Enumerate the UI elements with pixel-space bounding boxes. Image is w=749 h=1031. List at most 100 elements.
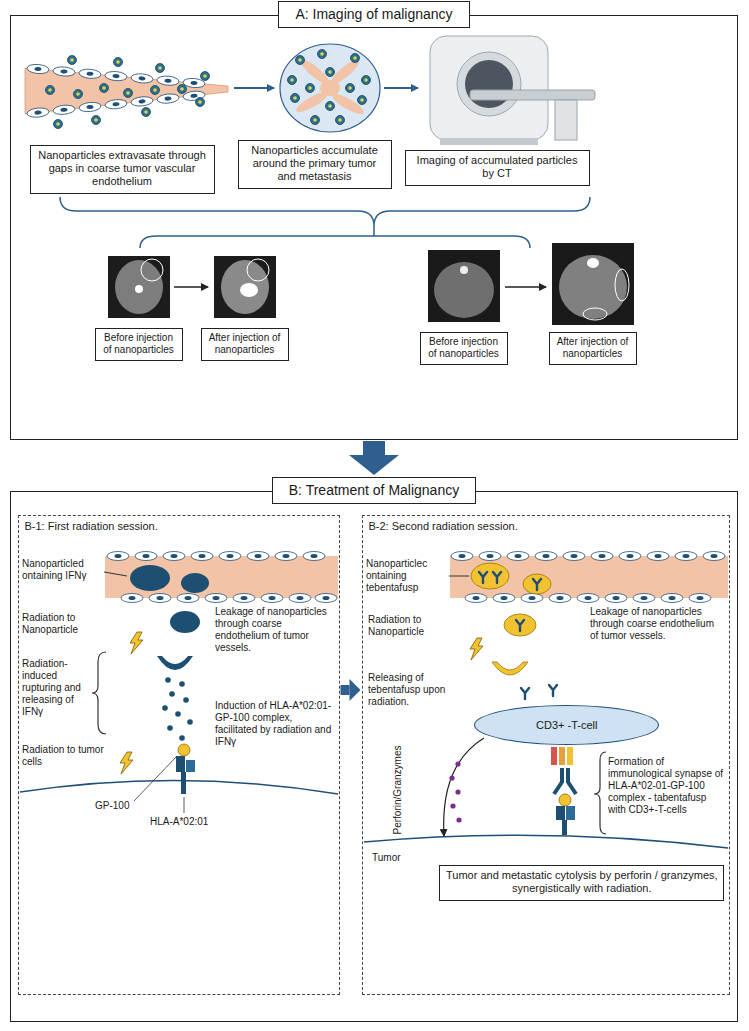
tebentafusp-nanoparticle xyxy=(449,563,557,699)
ct-image xyxy=(552,243,634,325)
tumor-vessel xyxy=(261,594,283,603)
brace xyxy=(92,652,106,734)
tumor-vessel xyxy=(315,594,337,603)
ct-image xyxy=(141,259,163,281)
tumor-vessel xyxy=(74,90,83,99)
tebentafusp-nanoparticle xyxy=(549,685,557,696)
caption-box: Imaging of accumulated particles by CT xyxy=(405,150,590,186)
brace xyxy=(60,197,590,226)
tumor-vessel xyxy=(114,58,123,67)
radiation-bolt xyxy=(120,632,483,774)
tumor-vessel xyxy=(157,75,180,86)
ifn-nanoparticle xyxy=(165,677,171,683)
tumor-vessel xyxy=(121,594,143,603)
tumor-accumulation xyxy=(306,84,315,93)
tumor-accumulation xyxy=(358,96,367,105)
ct-image xyxy=(559,255,627,319)
tumor-accumulation xyxy=(296,56,305,65)
tumor-vessel xyxy=(53,66,76,77)
tumor-vessel xyxy=(157,93,180,104)
flow-arrow xyxy=(234,87,274,89)
ct-image xyxy=(460,266,468,274)
tumor-vessel xyxy=(451,552,473,561)
tumor-accumulation xyxy=(346,84,355,93)
ct-image xyxy=(247,259,269,281)
tumor-accumulation xyxy=(351,54,360,63)
tebentafusp-nanoparticle xyxy=(516,620,524,631)
before-after-arrow xyxy=(174,287,546,288)
ifn-nanoparticle xyxy=(170,611,200,633)
ifn-nanoparticle xyxy=(157,656,193,670)
tumor-vessel xyxy=(163,552,185,561)
panel-title: A: Imaging of malignancy xyxy=(278,1,469,28)
tumor-accumulation xyxy=(326,68,335,77)
ifn-nanoparticle xyxy=(179,681,185,687)
tumor-vessel xyxy=(105,71,128,82)
arrow-shaft xyxy=(341,685,350,695)
tumor-vessel xyxy=(105,552,338,603)
tumor-accumulation xyxy=(362,76,371,85)
result-box: Tumor and metastatic cytolysis by perfor… xyxy=(439,865,724,901)
tumor-vessel xyxy=(247,552,269,561)
tumor-accumulation xyxy=(318,50,327,59)
box-text: Tumor and metastatic cytolysis by perfor… xyxy=(445,869,718,895)
ct-scanner xyxy=(440,138,538,145)
tebentafusp-nanoparticle xyxy=(471,563,509,589)
molecule-label: Perforin/Granzymes xyxy=(392,740,404,840)
tumor-vessel xyxy=(303,552,325,561)
caption-text: Nanoparticles accumulate around the prim… xyxy=(244,144,386,184)
before-after-arrow xyxy=(174,286,208,288)
tumor-vessel xyxy=(54,120,63,129)
tebentafusp-nanoparticle xyxy=(533,579,541,590)
tumor-vessel xyxy=(689,594,711,603)
brace xyxy=(60,197,590,248)
caption-text: After injection of nanoparticles xyxy=(555,336,631,360)
perforin-release xyxy=(450,803,455,808)
tumor-vessel xyxy=(219,552,241,561)
tumor-vessel xyxy=(605,594,627,603)
tumor-vessel xyxy=(27,64,50,75)
ct-scanner xyxy=(430,36,595,145)
ct-image xyxy=(428,250,500,322)
tumor-vessel xyxy=(535,552,557,561)
arrow-head xyxy=(349,455,399,475)
tumor-vessel xyxy=(450,552,728,603)
ct-scanner xyxy=(465,60,513,108)
image-caption: Before injection of nanoparticles xyxy=(420,332,508,365)
tumor-vessel xyxy=(591,552,613,561)
process-note: Formation of immunological synapse of HL… xyxy=(608,756,724,816)
immunological-synapse xyxy=(566,806,575,820)
process-note: Radiation-induced rupturing and releasin… xyxy=(22,658,90,718)
tebentafusp-nanoparticle xyxy=(449,576,469,577)
tumor-vessel xyxy=(46,86,55,95)
immunological-synapse xyxy=(551,747,576,835)
tumor-vessel xyxy=(177,594,199,603)
antigen-label: GP-100 xyxy=(95,800,135,812)
hla-gp100-complex xyxy=(178,744,190,756)
ifn-nanoparticle xyxy=(169,691,175,697)
tumor-vessel xyxy=(135,552,157,561)
tumor-vessel xyxy=(107,552,129,561)
image-caption: Before injection of nanoparticles xyxy=(95,328,183,361)
image-caption: After injection of nanoparticles xyxy=(201,328,289,361)
tumor-vessel xyxy=(79,101,102,112)
ct-image xyxy=(434,262,494,318)
radiation-label: Radiation to Nanoparticle xyxy=(22,612,114,636)
ct-image xyxy=(615,269,629,301)
ct-image xyxy=(108,256,170,318)
tumor-vessel xyxy=(275,552,297,561)
ct-scanner xyxy=(470,90,595,100)
block-arrow xyxy=(349,441,399,475)
tumor-vessel xyxy=(205,594,227,603)
immunological-synapse xyxy=(562,820,567,835)
arrow-head xyxy=(350,679,361,701)
tumor-vessel xyxy=(100,84,109,93)
ct-image xyxy=(115,260,163,314)
ifn-nanoparticle xyxy=(175,711,181,717)
immunological-synapse xyxy=(554,768,576,794)
molecule-label: HLA-A*02:01 xyxy=(150,816,230,828)
tumor-accumulation xyxy=(280,44,380,132)
radiation-label: Radiation to Nanoparticle xyxy=(368,614,458,638)
immunological-synapse xyxy=(551,747,557,765)
